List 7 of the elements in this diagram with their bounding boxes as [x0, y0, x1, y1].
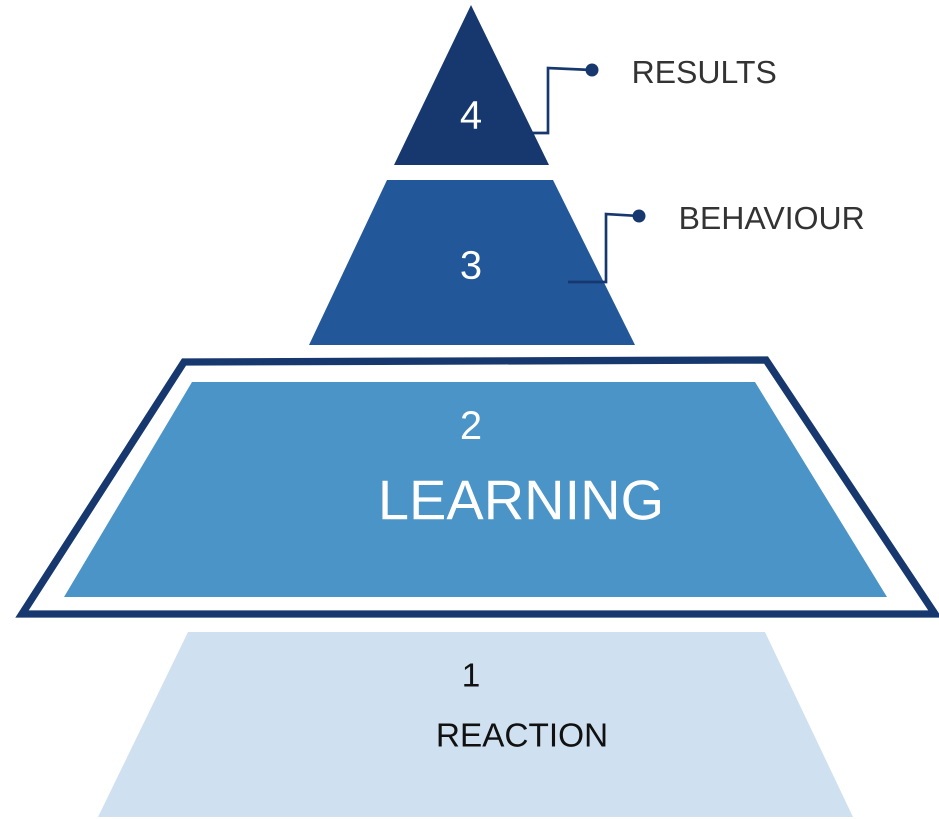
tier-label: BEHAVIOUR — [681, 206, 864, 230]
leader-line — [532, 64, 598, 134]
leader-line — [568, 210, 646, 284]
pyramid-tier: 1 REACTION — [98, 632, 853, 817]
tier-label: RESULTS — [634, 60, 776, 84]
pyramid-tier: 4 — [394, 5, 549, 165]
pyramid-tier: 3 — [309, 180, 635, 345]
